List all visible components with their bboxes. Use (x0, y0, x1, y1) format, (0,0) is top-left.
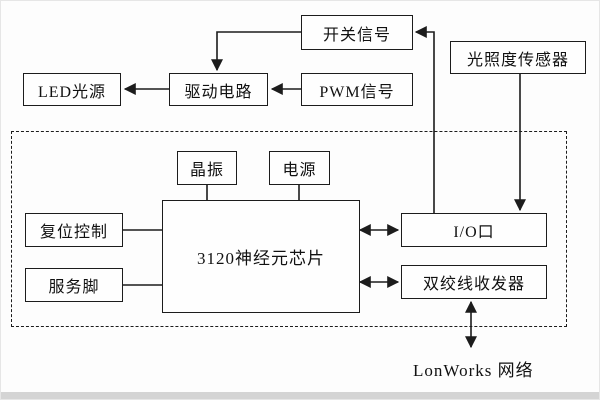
edge-switch-signal-to-drive (211, 31, 301, 72)
node-switch-signal-label: 开关信号 (322, 26, 391, 44)
node-drive-circuit-label: 驱动电路 (184, 83, 253, 101)
lonworks-network-label: LonWorks 网络 (413, 361, 534, 380)
node-power-label: 电源 (282, 162, 317, 179)
node-io-port: I/O口 (401, 213, 547, 247)
node-switch-signal: 开关信号 (301, 15, 413, 50)
node-io-port-label: I/O口 (453, 224, 495, 241)
node-led-source-label: LED光源 (37, 83, 107, 101)
node-reset-control-label: 复位控制 (39, 224, 108, 241)
node-light-sensor: 光照度传感器 (450, 41, 586, 74)
node-twisted-pair-transceiver: 双绞线收发器 (401, 265, 547, 299)
node-light-sensor-label: 光照度传感器 (466, 51, 569, 69)
node-twisted-pair-transceiver-label: 双绞线收发器 (422, 276, 525, 293)
node-power: 电源 (269, 151, 330, 185)
node-led-source: LED光源 (23, 73, 121, 106)
neuron-module-boundary (11, 131, 567, 327)
node-drive-circuit: 驱动电路 (169, 73, 268, 106)
node-crystal: 晶振 (177, 151, 237, 185)
node-neuron-chip: 3120神经元芯片 (162, 200, 360, 313)
node-service-pin: 服务脚 (25, 268, 123, 302)
page-bottom-edge (1, 392, 599, 399)
node-crystal-label: 晶振 (189, 162, 224, 179)
node-reset-control: 复位控制 (25, 213, 123, 247)
node-pwm-signal: PWM信号 (301, 73, 413, 106)
node-service-pin-label: 服务脚 (48, 279, 100, 296)
node-pwm-signal-label: PWM信号 (319, 83, 395, 101)
node-neuron-chip-label: 3120神经元芯片 (197, 249, 325, 268)
